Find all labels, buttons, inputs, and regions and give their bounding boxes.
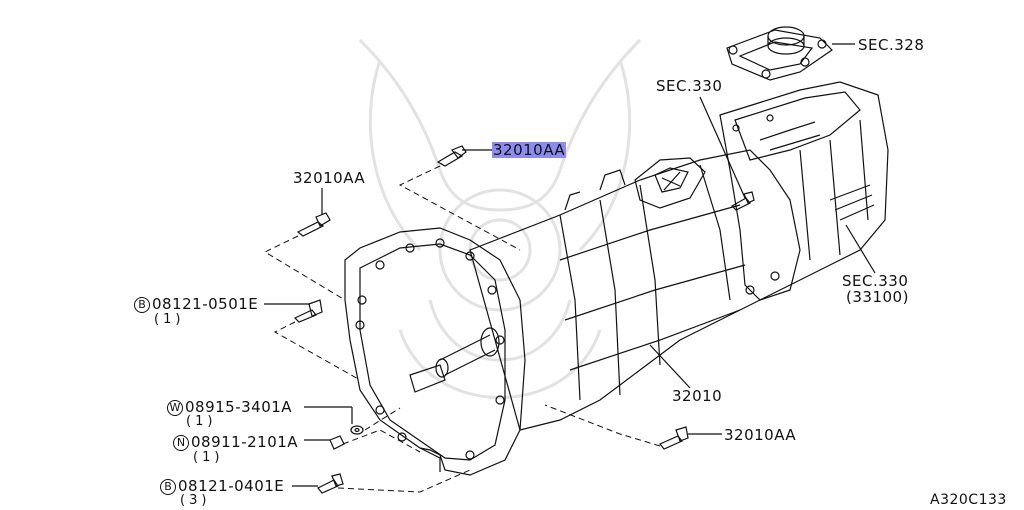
qty-part-w: (1) (186, 414, 217, 429)
qty-part-n: (1) (193, 450, 224, 465)
bolt-left-upper (296, 212, 331, 237)
shift-cover-sec328 (726, 26, 833, 81)
label-sec328[interactable]: SEC.328 (858, 36, 925, 54)
bolt-right (659, 426, 689, 450)
label-bolt-left[interactable]: 32010AA (293, 169, 366, 187)
rear-extension-housing (719, 81, 889, 301)
circled-b-icon: B (134, 297, 150, 313)
bolt-bottom (317, 473, 344, 494)
part-number: 08121-0501E (152, 295, 259, 313)
label-sec330-right-sub: (33100) (846, 288, 909, 306)
label-transmission[interactable]: 32010 (672, 387, 723, 405)
part-number: 08121-0401E (178, 477, 285, 495)
transmission-main-case (469, 149, 801, 431)
part-number: 08915-3401A (185, 398, 293, 416)
circled-w-icon: W (167, 400, 183, 416)
washer (350, 425, 364, 435)
alignment-dashes (263, 165, 661, 493)
qty-part-b2: (3) (180, 493, 211, 508)
label-sec330-right[interactable]: SEC.330 (842, 272, 909, 290)
qty-part-b1: (1) (154, 312, 185, 327)
circled-b-icon: B (160, 479, 176, 495)
bolt-top (436, 145, 467, 167)
circled-n-icon: N (173, 435, 189, 451)
bolt-left-mid (293, 299, 323, 323)
label-sec330-top[interactable]: SEC.330 (656, 77, 723, 95)
bell-housing (344, 227, 526, 476)
part-number: 08911-2101A (191, 433, 299, 451)
label-bolt-top-highlighted[interactable]: 32010AA (492, 141, 567, 159)
bolt-rear (731, 191, 755, 211)
nut (329, 435, 345, 450)
label-bolt-right[interactable]: 32010AA (724, 426, 797, 444)
figure-id: A320C133 (930, 492, 1007, 508)
